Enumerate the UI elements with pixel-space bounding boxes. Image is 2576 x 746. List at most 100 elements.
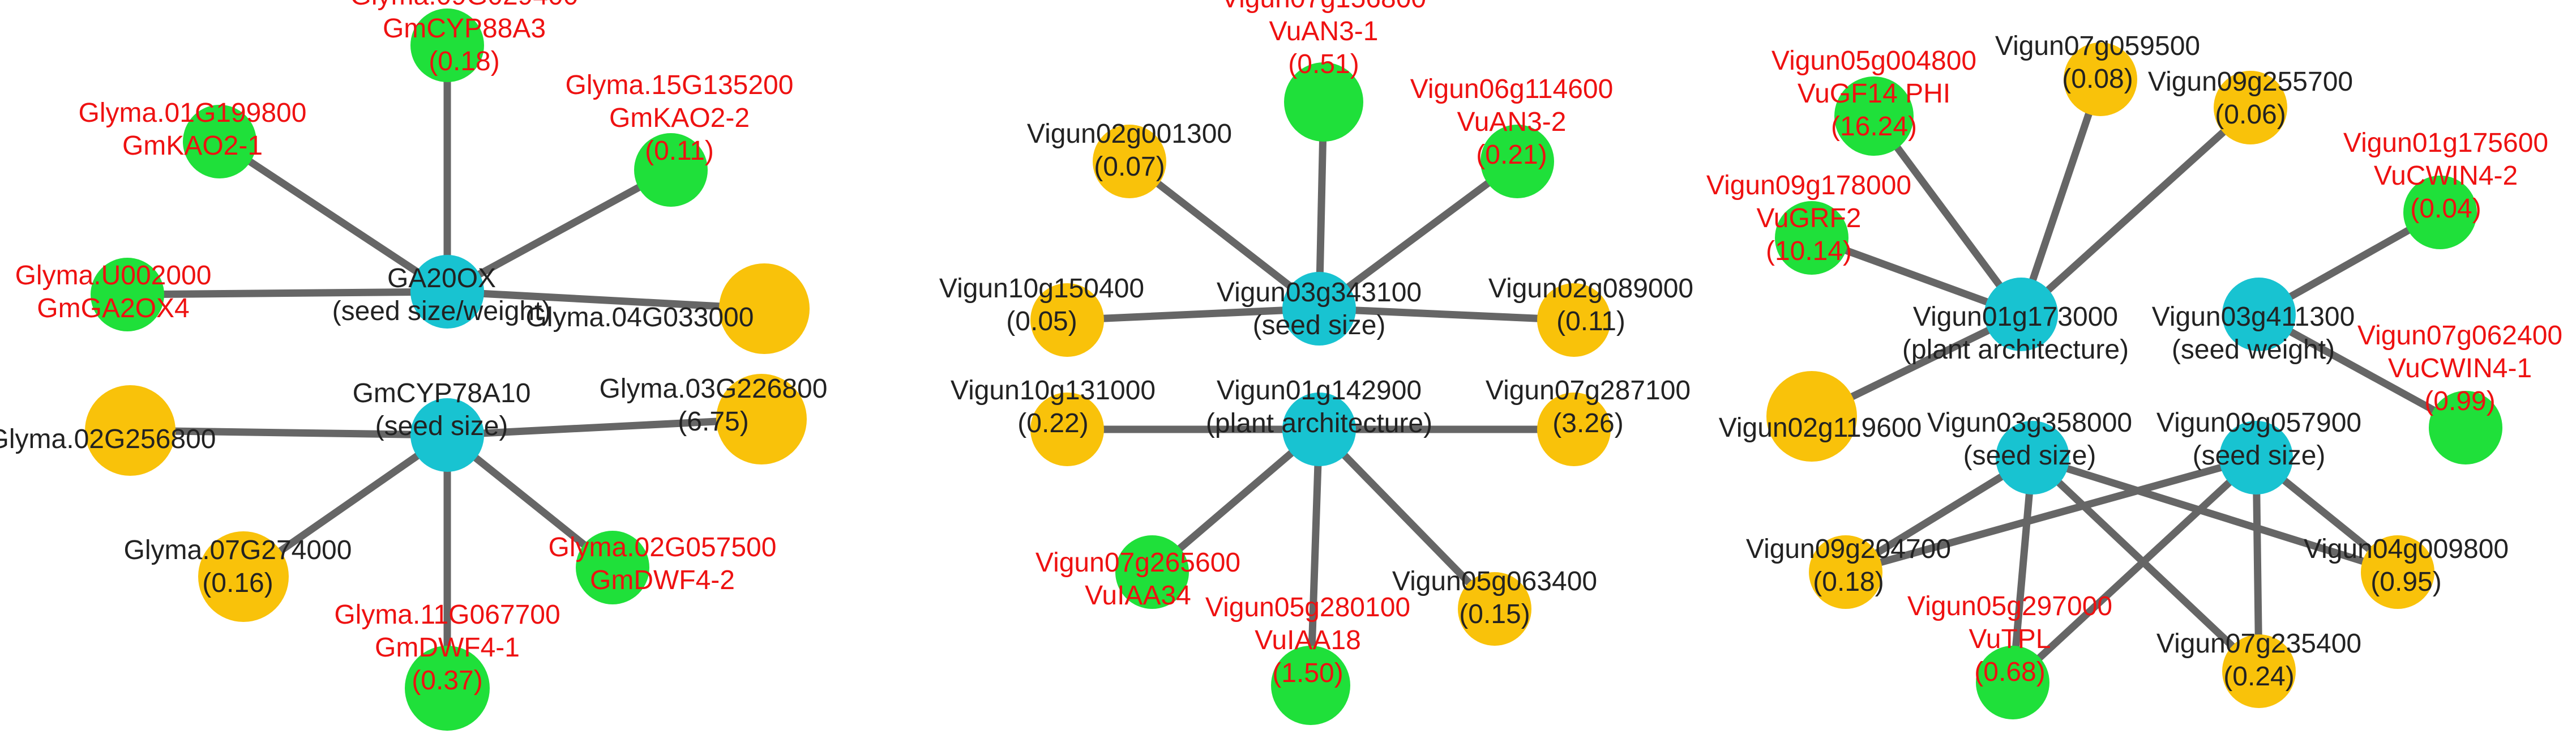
gene-node-c7-label-2: (3.26): [1552, 408, 1623, 438]
gene-node-d4: [1775, 201, 1848, 275]
gene-node-c5-label-1: Vigun02g089000: [1488, 274, 1693, 304]
gene-node-d7-label-3: (0.99): [2424, 386, 2495, 416]
nodes-layer: [85, 8, 2502, 731]
edge-ga20ox-g4: [123, 288, 451, 299]
hub-node-v03g411300: [2222, 278, 2296, 351]
gene-node-d10-label-3: (0.68): [1974, 657, 2045, 687]
gene-node-d10-label-1: Vigun05g297000: [1907, 591, 2112, 621]
edge-gmcyp78a10-g7: [443, 415, 765, 439]
gene-node-g9: [576, 531, 649, 604]
gene-node-g4-label-2: GmGA2OX4: [37, 293, 189, 323]
gene-node-d7: [2429, 391, 2502, 464]
gene-node-c3-label-1: Vigun02g001300: [1027, 119, 1232, 149]
edge-v01g173000-d4: [1808, 234, 2025, 318]
hub-node-v03g411300-label-1: Vigun03g411300: [2152, 302, 2355, 332]
gene-node-c1-label-2: VuAN3-1: [1269, 16, 1379, 46]
edge-v01g142900-c9: [1315, 425, 1499, 613]
gene-node-d8-label-1: Vigun09g204700: [1746, 534, 1951, 564]
gene-node-d6: [2403, 176, 2477, 249]
hub-node-ga20ox-label-2: (seed size/weight): [332, 296, 551, 326]
gene-node-c2-label-3: (0.21): [1476, 140, 1547, 170]
gene-node-g6-label-1: Glyma.02G256800: [0, 424, 216, 454]
gene-node-c1-label-1: Vigun07g156800: [1221, 0, 1426, 14]
gene-node-d5-label-1: Vigun02g119600: [1719, 413, 1922, 443]
gene-node-d6-label-2: VuCWIN4-2: [2374, 161, 2518, 191]
gene-node-d1-label-2: VuGF14 PHI: [1798, 79, 1950, 109]
gene-node-d6-label-3: (0.04): [2410, 194, 2481, 224]
gene-node-g6: [85, 385, 176, 476]
gene-node-g2-label-2: GmKAO2-1: [122, 131, 263, 161]
gene-node-c5-label-2: (0.11): [1556, 306, 1625, 336]
gene-node-g1-label-3: (0.18): [429, 46, 499, 76]
gene-node-g4: [91, 258, 164, 331]
gene-node-d6-label-1: Vigun01g175600: [2343, 128, 2548, 158]
gene-node-g3-label-3: (0.11): [645, 136, 714, 166]
gene-node-c7: [1537, 393, 1611, 466]
edge-v03g343100-c2: [1315, 157, 1521, 313]
gene-node-c4: [1030, 283, 1104, 357]
gene-node-c1: [1284, 62, 1363, 142]
gene-node-d11-label-2: (0.24): [2223, 662, 2294, 692]
gene-node-d1-label-3: (16.24): [1831, 112, 1917, 142]
gene-node-d10: [1976, 646, 2049, 719]
gene-node-c4-label-1: Vigun10g150400: [939, 274, 1144, 304]
edge-v01g173000-d2: [2017, 75, 2104, 318]
gene-node-g9-label-1: Glyma.02G057500: [549, 532, 777, 562]
hub-node-v03g343100-label-1: Vigun03g343100: [1217, 278, 1422, 308]
hub-node-v01g142900: [1282, 393, 1356, 466]
gene-node-g10-label-2: GmDWF4-1: [375, 633, 520, 663]
edge-v03g343100-c4: [1063, 305, 1323, 324]
gene-node-g10: [405, 646, 490, 731]
gene-node-d10-label-2: VuTPL: [1969, 624, 2051, 654]
gene-node-c8-label-1: Vigun07g265600: [1035, 548, 1240, 578]
gene-node-c5: [1537, 283, 1611, 357]
hub-node-v03g411300-label-2: (seed weight): [2172, 335, 2335, 365]
gene-node-d5: [1766, 371, 1857, 462]
gene-node-c9-label-1: Vigun05g063400: [1392, 566, 1597, 596]
gene-node-c2-label-1: Vigun06g114600: [1410, 74, 1614, 104]
gene-node-d4-label-3: (10.14): [1766, 236, 1852, 266]
gene-node-d9-label-1: Vigun04g009800: [2304, 534, 2509, 564]
gene-node-d11: [2222, 634, 2296, 708]
gene-node-d3-label-1: Vigun09g255700: [2148, 67, 2353, 97]
gene-node-g8-label-1: Glyma.07G274000: [124, 535, 352, 565]
gene-node-c10-label-3: (1.50): [1272, 658, 1343, 688]
gene-node-d1-label-1: Vigun05g004800: [1771, 46, 1976, 76]
gene-node-c2-label-2: VuAN3-2: [1457, 107, 1567, 137]
hub-node-ga20ox: [410, 255, 484, 329]
gene-node-g7-label-2: (6.75): [678, 407, 748, 437]
edge-v09g057900-d8: [1842, 454, 2260, 576]
gene-node-g5: [719, 263, 810, 354]
gene-node-c10: [1271, 646, 1350, 725]
gene-node-d7-label-2: VuCWIN4-1: [2388, 353, 2532, 383]
gene-node-g10-label-3: (0.37): [412, 666, 482, 696]
gene-node-g4-label-1: Glyma.U002000: [15, 261, 212, 291]
gene-node-g10-label-1: Glyma.11G067700: [334, 600, 560, 630]
gene-node-g8-label-2: (0.16): [202, 568, 273, 598]
hub-node-v01g173000: [1984, 278, 2058, 351]
edge-v03g343100-c5: [1315, 305, 1578, 324]
edges-layer: [123, 41, 2470, 692]
gene-node-g9-label-2: GmDWF4-2: [590, 565, 735, 595]
gene-node-g7: [716, 374, 807, 464]
hub-node-v03g343100: [1282, 272, 1356, 346]
edge-v09g057900-d10: [2009, 454, 2260, 687]
gene-node-d2: [2064, 42, 2137, 116]
hub-node-v01g142900-label-2: (plant architecture): [1206, 408, 1432, 438]
edge-v01g142900-c10: [1307, 425, 1323, 689]
gene-node-d1: [1834, 76, 1914, 156]
gene-node-g3-label-2: GmKAO2-2: [609, 103, 750, 133]
gene-node-d2-label-1: Vigun07g059500: [1995, 31, 2200, 61]
hub-node-v09g057900-label-1: Vigun09g057900: [2156, 408, 2361, 438]
edge-v03g358000-d10: [2009, 454, 2036, 687]
gene-node-c6-label-2: (0.22): [1017, 408, 1088, 438]
gene-node-d8: [1809, 535, 1882, 609]
hub-node-v03g358000-label-2: (seed size): [1963, 441, 2096, 471]
gene-node-d9-label-2: (0.95): [2370, 567, 2441, 597]
gene-node-g3: [634, 133, 708, 207]
hub-node-v01g142900-label-1: Vigun01g142900: [1217, 376, 1422, 406]
gene-node-g8: [198, 531, 289, 622]
hub-node-v03g358000-label-1: Vigun03g358000: [1927, 408, 2132, 438]
gene-node-c8: [1115, 535, 1189, 609]
gene-node-c4-label-2: (0.05): [1006, 306, 1077, 336]
